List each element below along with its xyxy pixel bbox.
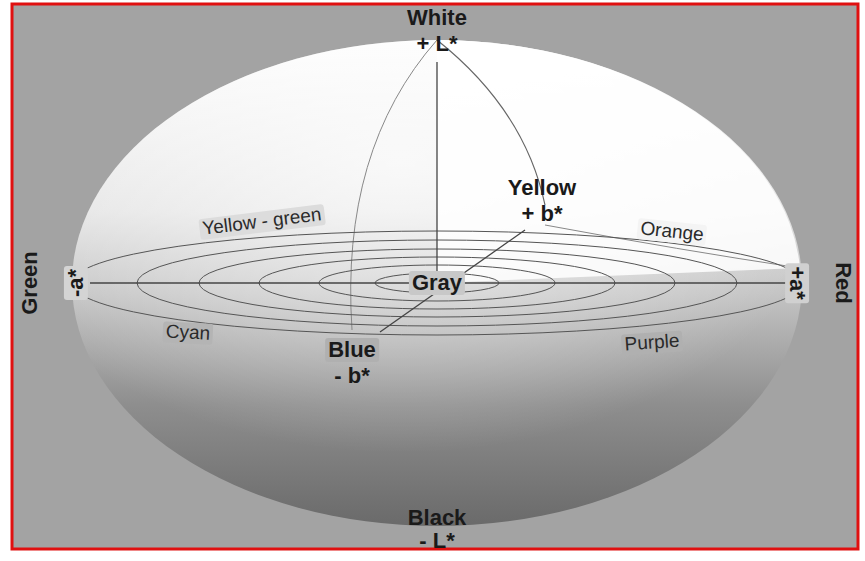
frame [12, 4, 858, 549]
cut-away-octant [437, 40, 800, 283]
hue-label: Blue [325, 338, 379, 362]
side-label: Red [831, 262, 855, 304]
pole-label: White [407, 6, 467, 30]
hue-label: Cyan [162, 321, 213, 344]
axis-label: - L* [419, 529, 454, 553]
sphere-highlight [72, 40, 802, 526]
side-label: Green [18, 251, 42, 315]
axis-label: - b* [334, 364, 369, 388]
sphere [72, 40, 802, 526]
axis-label: -a* [64, 266, 88, 300]
axis-label: + L* [417, 32, 458, 56]
hue-label: Yellow [508, 176, 576, 200]
hue-label: Purple [621, 330, 683, 355]
l-axis [436, 62, 437, 283]
center-label: Gray [409, 271, 465, 295]
pole-label: Black [408, 506, 467, 530]
b-axis [380, 230, 525, 332]
axis-label: +a* [785, 263, 809, 303]
axis-label: + b* [522, 202, 563, 226]
